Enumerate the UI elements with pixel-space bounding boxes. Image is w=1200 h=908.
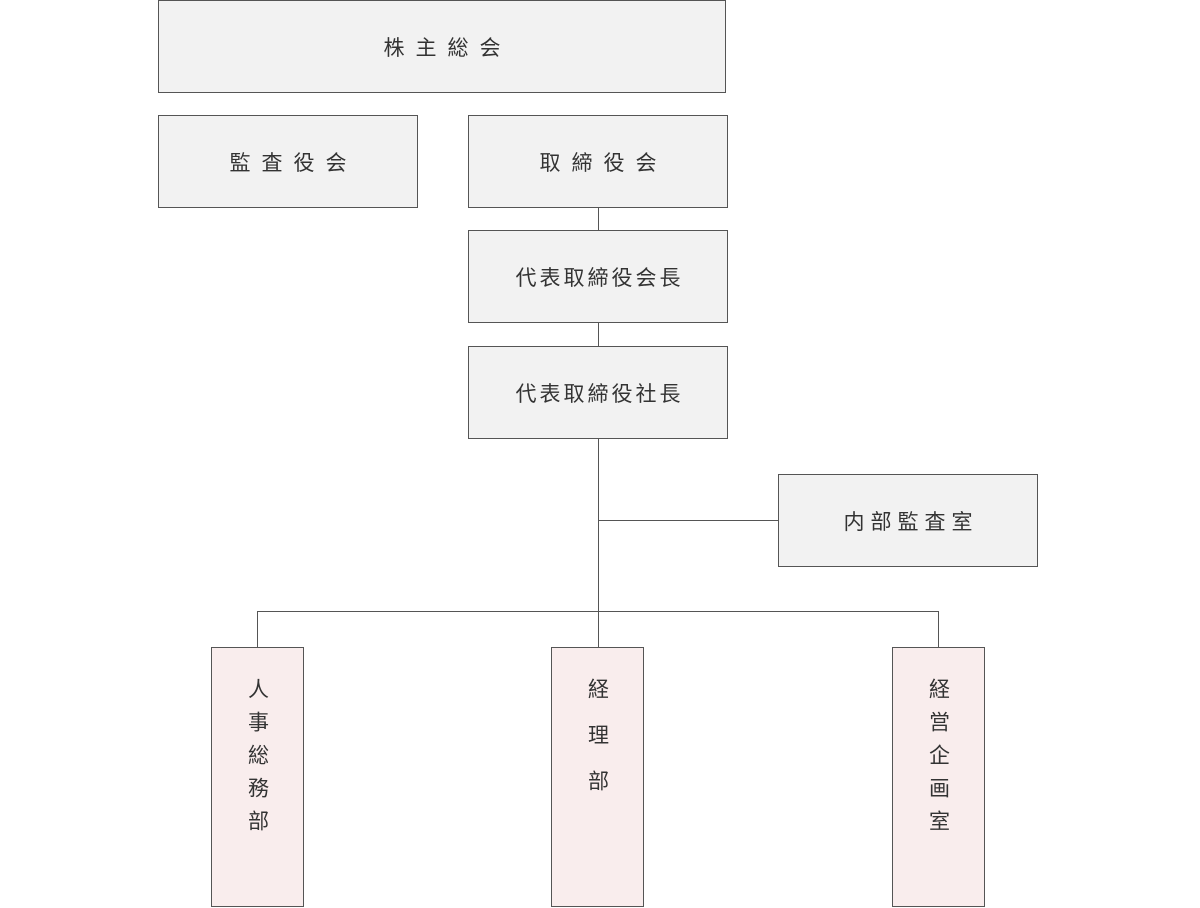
connector-internal-audit <box>598 520 779 521</box>
department-hr-box: 人事総務部 <box>211 647 304 907</box>
board-of-directors-box: 取締役会 <box>468 115 728 208</box>
department-hr-label: 人事総務部 <box>245 678 270 843</box>
audit-board-box: 監査役会 <box>158 115 418 208</box>
internal-audit-box: 内部監査室 <box>778 474 1038 567</box>
connector-dept-accounting <box>938 611 939 648</box>
department-planning-label: 経営企画室 <box>926 678 951 843</box>
department-accounting-label: 経理部 <box>585 678 610 816</box>
connector-dept-hr <box>257 611 258 648</box>
chairman-box: 代表取締役会長 <box>468 230 728 323</box>
shareholders-meeting-box: 株主総会 <box>158 0 726 93</box>
shareholders-meeting-label: 株主総会 <box>383 35 512 60</box>
president-label: 代表取締役社長 <box>515 381 684 406</box>
chairman-label: 代表取締役会長 <box>515 265 684 290</box>
connector-president-trunk <box>598 438 599 648</box>
internal-audit-label: 内部監査室 <box>843 509 979 534</box>
department-planning-box: 経営企画室 <box>892 647 985 907</box>
department-accounting-box: 経理部 <box>551 647 644 907</box>
board-of-directors-label: 取締役会 <box>539 150 668 175</box>
president-box: 代表取締役社長 <box>468 346 728 439</box>
connector-chairman-president <box>598 322 599 347</box>
connector-departments-bar <box>257 611 939 612</box>
connector-board-chairman <box>598 207 599 231</box>
audit-board-label: 監査役会 <box>229 150 358 175</box>
